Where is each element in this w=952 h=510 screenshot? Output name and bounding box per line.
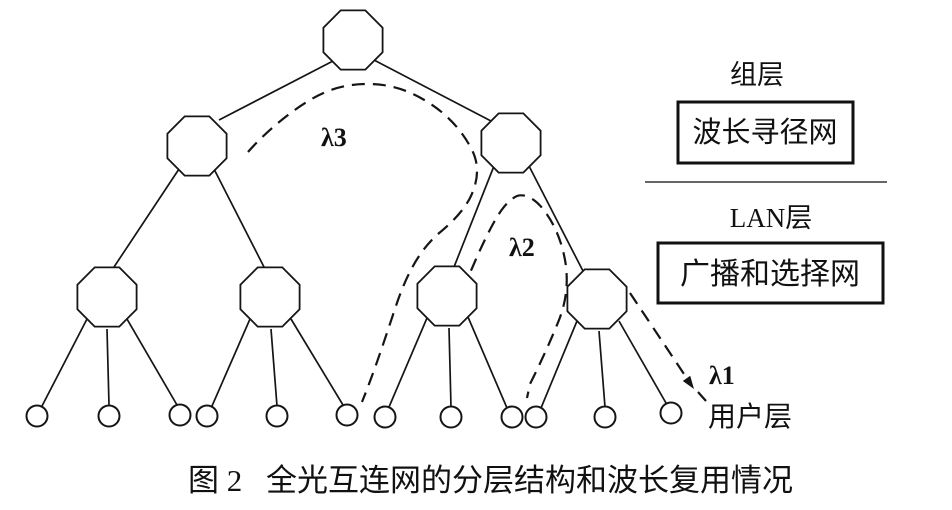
lambda1-route-tail bbox=[697, 391, 707, 402]
user-terminal-1 bbox=[25, 404, 49, 428]
layer-legend: 组层 波长寻径网 LAN层 广播和选择网 用户层 bbox=[645, 60, 887, 433]
figure-title: 全光互连网的分层结构和波长复用情况 bbox=[266, 463, 793, 498]
edge-lan-d-user-12 bbox=[618, 320, 667, 404]
tree-edges bbox=[41, 59, 667, 409]
group-layer-label: 组层 bbox=[730, 60, 784, 90]
edge-rightgroup-lan-d bbox=[528, 165, 584, 272]
lan-node-b bbox=[239, 266, 301, 328]
user-terminal-12 bbox=[659, 401, 683, 425]
edge-lan-a-user-1 bbox=[41, 318, 88, 407]
edge-lan-b-user-6 bbox=[290, 318, 344, 406]
edge-root-left-group bbox=[218, 60, 334, 121]
edge-root-right-group bbox=[373, 59, 492, 122]
lambda1-arrowhead-icon bbox=[682, 375, 694, 389]
user-terminals bbox=[25, 401, 683, 429]
edge-lan-b-user-5 bbox=[270, 328, 278, 407]
edge-rightgroup-lan-c bbox=[453, 165, 495, 268]
user-terminal-3 bbox=[168, 403, 192, 427]
edge-lan-d-user-10 bbox=[540, 320, 578, 409]
edge-lan-c-user-9 bbox=[467, 316, 508, 409]
user-terminal-10 bbox=[524, 405, 548, 429]
user-terminal-2 bbox=[97, 404, 121, 428]
lan-layer-label: LAN层 bbox=[730, 203, 813, 233]
edge-lan-a-user-2 bbox=[106, 328, 110, 406]
broadcast-select-net-label: 广播和选择网 bbox=[680, 258, 860, 291]
lan-node-d bbox=[566, 268, 628, 330]
lambda3-label: λ3 bbox=[321, 123, 347, 152]
root-router-node bbox=[322, 9, 384, 71]
lambda1-label: λ1 bbox=[709, 361, 735, 390]
lambda2-label: λ2 bbox=[509, 233, 535, 262]
switch-nodes bbox=[76, 9, 628, 330]
group-router-node-left bbox=[166, 115, 228, 177]
lambda3-route-path bbox=[247, 82, 479, 403]
wavelength-routing-net-label: 波长寻径网 bbox=[692, 116, 837, 149]
wavelength-routes: λ3 λ2 λ1 bbox=[247, 82, 735, 403]
edge-lan-d-user-11 bbox=[598, 330, 606, 408]
lambda2-route-path bbox=[461, 194, 568, 399]
wavelength-routing-net-box bbox=[676, 100, 855, 165]
lan-node-a bbox=[76, 266, 138, 328]
user-terminal-5 bbox=[265, 404, 289, 428]
user-terminal-11 bbox=[593, 405, 617, 429]
edge-lan-c-user-8 bbox=[448, 327, 452, 408]
edge-leftgroup-lan-b bbox=[213, 168, 265, 268]
edge-lan-b-user-4 bbox=[211, 318, 251, 407]
user-terminal-7 bbox=[373, 405, 397, 429]
figure-caption: 图 2 全光互连网的分层结构和波长复用情况 bbox=[188, 463, 793, 498]
figure-number: 图 2 bbox=[188, 463, 242, 498]
group-router-node-right bbox=[480, 112, 542, 174]
edge-leftgroup-lan-a bbox=[113, 168, 180, 268]
user-terminal-4 bbox=[195, 404, 219, 428]
lambda1-route-path bbox=[629, 292, 687, 378]
user-terminal-9 bbox=[500, 405, 524, 429]
lan-node-c bbox=[416, 265, 478, 327]
user-terminal-8 bbox=[439, 405, 463, 429]
edge-lan-a-user-3 bbox=[126, 318, 178, 406]
user-terminal-6 bbox=[335, 403, 359, 427]
edge-lan-c-user-7 bbox=[388, 317, 428, 408]
broadcast-select-net-box bbox=[656, 241, 885, 305]
user-layer-label: 用户层 bbox=[708, 401, 792, 433]
